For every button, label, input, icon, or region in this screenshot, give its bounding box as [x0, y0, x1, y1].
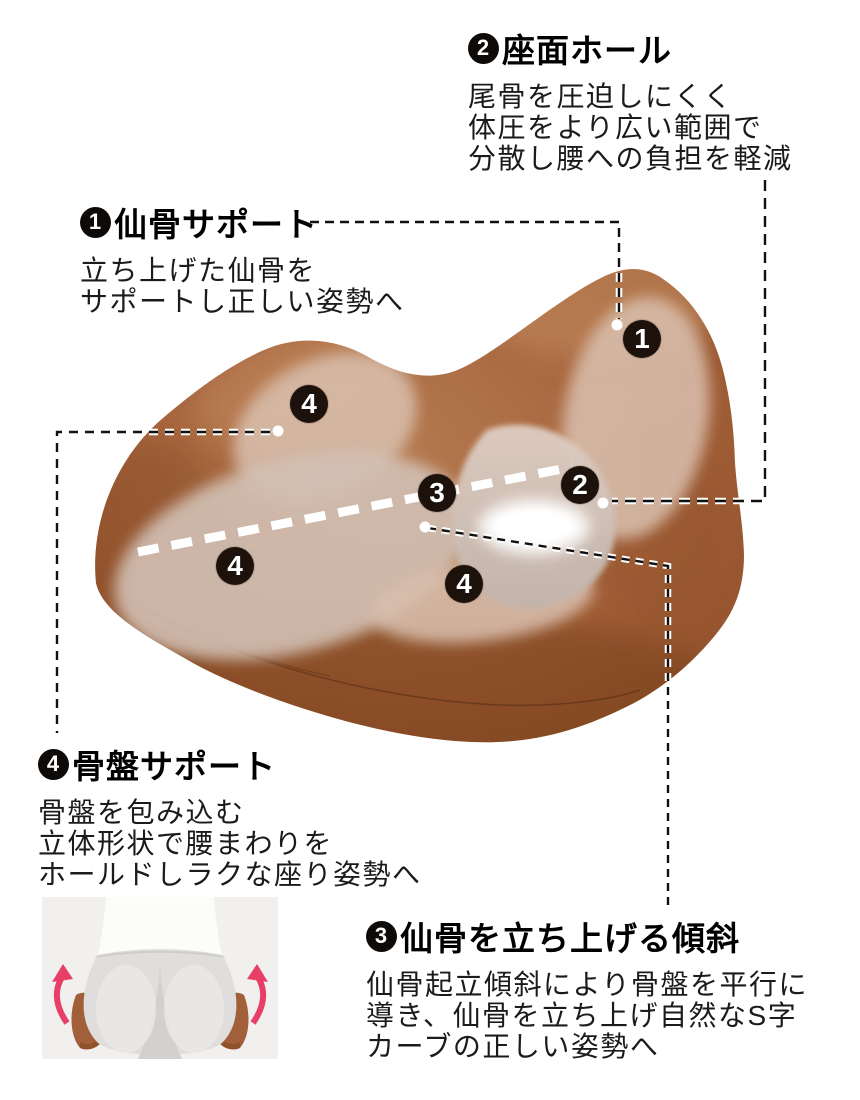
marker-4c-label: 4: [456, 568, 472, 599]
pelvis-hold-photo: [42, 897, 278, 1059]
support-zone-pelvis-front: [370, 559, 594, 643]
marker-1-sacrum: 1: [623, 320, 661, 358]
feature-1-line-2: サポートし正しい姿勢へ: [80, 286, 405, 317]
feature-2-description: 尾骨を圧迫しにくく 体圧をより広い範囲で 分散し腰への負担を軽減: [468, 81, 793, 174]
feature-1-line-1: 立ち上げた仙骨を: [80, 255, 317, 286]
feature-4-title-text: 骨盤サポート: [72, 748, 276, 785]
feature-1-description: 立ち上げた仙骨を サポートし正しい姿勢へ: [80, 255, 405, 317]
marker-4-pelvis-front: 4: [445, 565, 483, 603]
feature-4-line-2: 立体形状で腰まわりを: [38, 828, 334, 859]
feature-2-line-2: 体圧をより広い範囲で: [468, 112, 763, 143]
marker-1-label: 1: [634, 323, 650, 354]
feature-3-description: 仙骨起立傾斜により骨盤を平行に 導き、仙骨を立ち上げ自然なS字 カーブの正しい姿…: [366, 969, 808, 1062]
feature-4-badge: 4: [38, 748, 69, 780]
feature-2-title-text: 座面ホール: [502, 32, 672, 69]
feature-4-title: 4 骨盤サポート: [38, 740, 422, 788]
marker-3-label: 3: [429, 477, 445, 508]
feature-3-line-1: 仙骨起立傾斜により骨盤を平行に: [366, 969, 808, 1000]
feature-3-badge: 3: [366, 920, 397, 952]
feature-2-callout: 2 座面ホール 尾骨を圧迫しにくく 体圧をより広い範囲で 分散し腰への負担を軽減: [468, 24, 793, 174]
feature-1-badge: 1: [80, 206, 111, 238]
pelvis-hold-arrows: [53, 977, 267, 1025]
feature-3-line-2: 導き、仙骨を立ち上げ自然なS字: [366, 1000, 798, 1031]
feature-3-title: 3 仙骨を立ち上げる傾斜: [366, 912, 808, 960]
marker-4-pelvis-lower-left: 4: [216, 547, 254, 585]
feature-1-title-text: 仙骨サポート: [114, 206, 318, 243]
feature-4-description: 骨盤を包み込む 立体形状で腰まわりを ホールドしラクな座り姿勢へ: [38, 797, 422, 890]
marker-2-label: 2: [572, 469, 588, 500]
marker-4-pelvis-upper-left: 4: [290, 385, 328, 423]
marker-2-seat-hole: 2: [561, 466, 599, 504]
photo-person: [83, 897, 237, 1059]
marker-4a-label: 4: [301, 388, 317, 419]
feature-2-line-1: 尾骨を圧迫しにくく: [468, 81, 733, 112]
feature-4-callout: 4 骨盤サポート 骨盤を包み込む 立体形状で腰まわりを ホールドしラクな座り姿勢…: [38, 740, 422, 890]
support-zone-pelvis-lower-left: [114, 451, 470, 661]
callout-dot-3: [419, 521, 431, 533]
pelvis-hold-photo-art: [42, 897, 278, 1059]
callout-dot-2: [597, 497, 609, 509]
callout-dot-1: [611, 319, 623, 331]
callout-dot-4: [272, 425, 284, 437]
feature-4-line-3: ホールドしラクな座り姿勢へ: [38, 859, 422, 890]
feature-3-title-text: 仙骨を立ち上げる傾斜: [400, 920, 740, 957]
feature-3-callout: 3 仙骨を立ち上げる傾斜 仙骨起立傾斜により骨盤を平行に 導き、仙骨を立ち上げ自…: [366, 912, 808, 1062]
feature-1-callout: 1 仙骨サポート 立ち上げた仙骨を サポートし正しい姿勢へ: [80, 198, 405, 317]
curved-arrow-right-icon: [250, 977, 267, 1025]
feature-1-title: 1 仙骨サポート: [80, 198, 405, 246]
incline-dashed-line: [137, 462, 573, 557]
support-zone-pelvis-upper-left: [233, 353, 417, 503]
marker-4b-label: 4: [227, 550, 243, 581]
feature-3-line-3: カーブの正しい姿勢へ: [366, 1031, 660, 1062]
arrowhead-right-icon: [247, 964, 268, 982]
feature-2-badge: 2: [468, 32, 499, 64]
feature-4-line-1: 骨盤を包み込む: [38, 797, 245, 828]
arrowhead-left-icon: [52, 964, 73, 982]
feature-2-line-3: 分散し腰への負担を軽減: [468, 143, 793, 174]
marker-3-incline: 3: [418, 474, 456, 512]
feature-2-title: 2 座面ホール: [468, 24, 793, 72]
curved-arrow-left-icon: [53, 977, 70, 1025]
